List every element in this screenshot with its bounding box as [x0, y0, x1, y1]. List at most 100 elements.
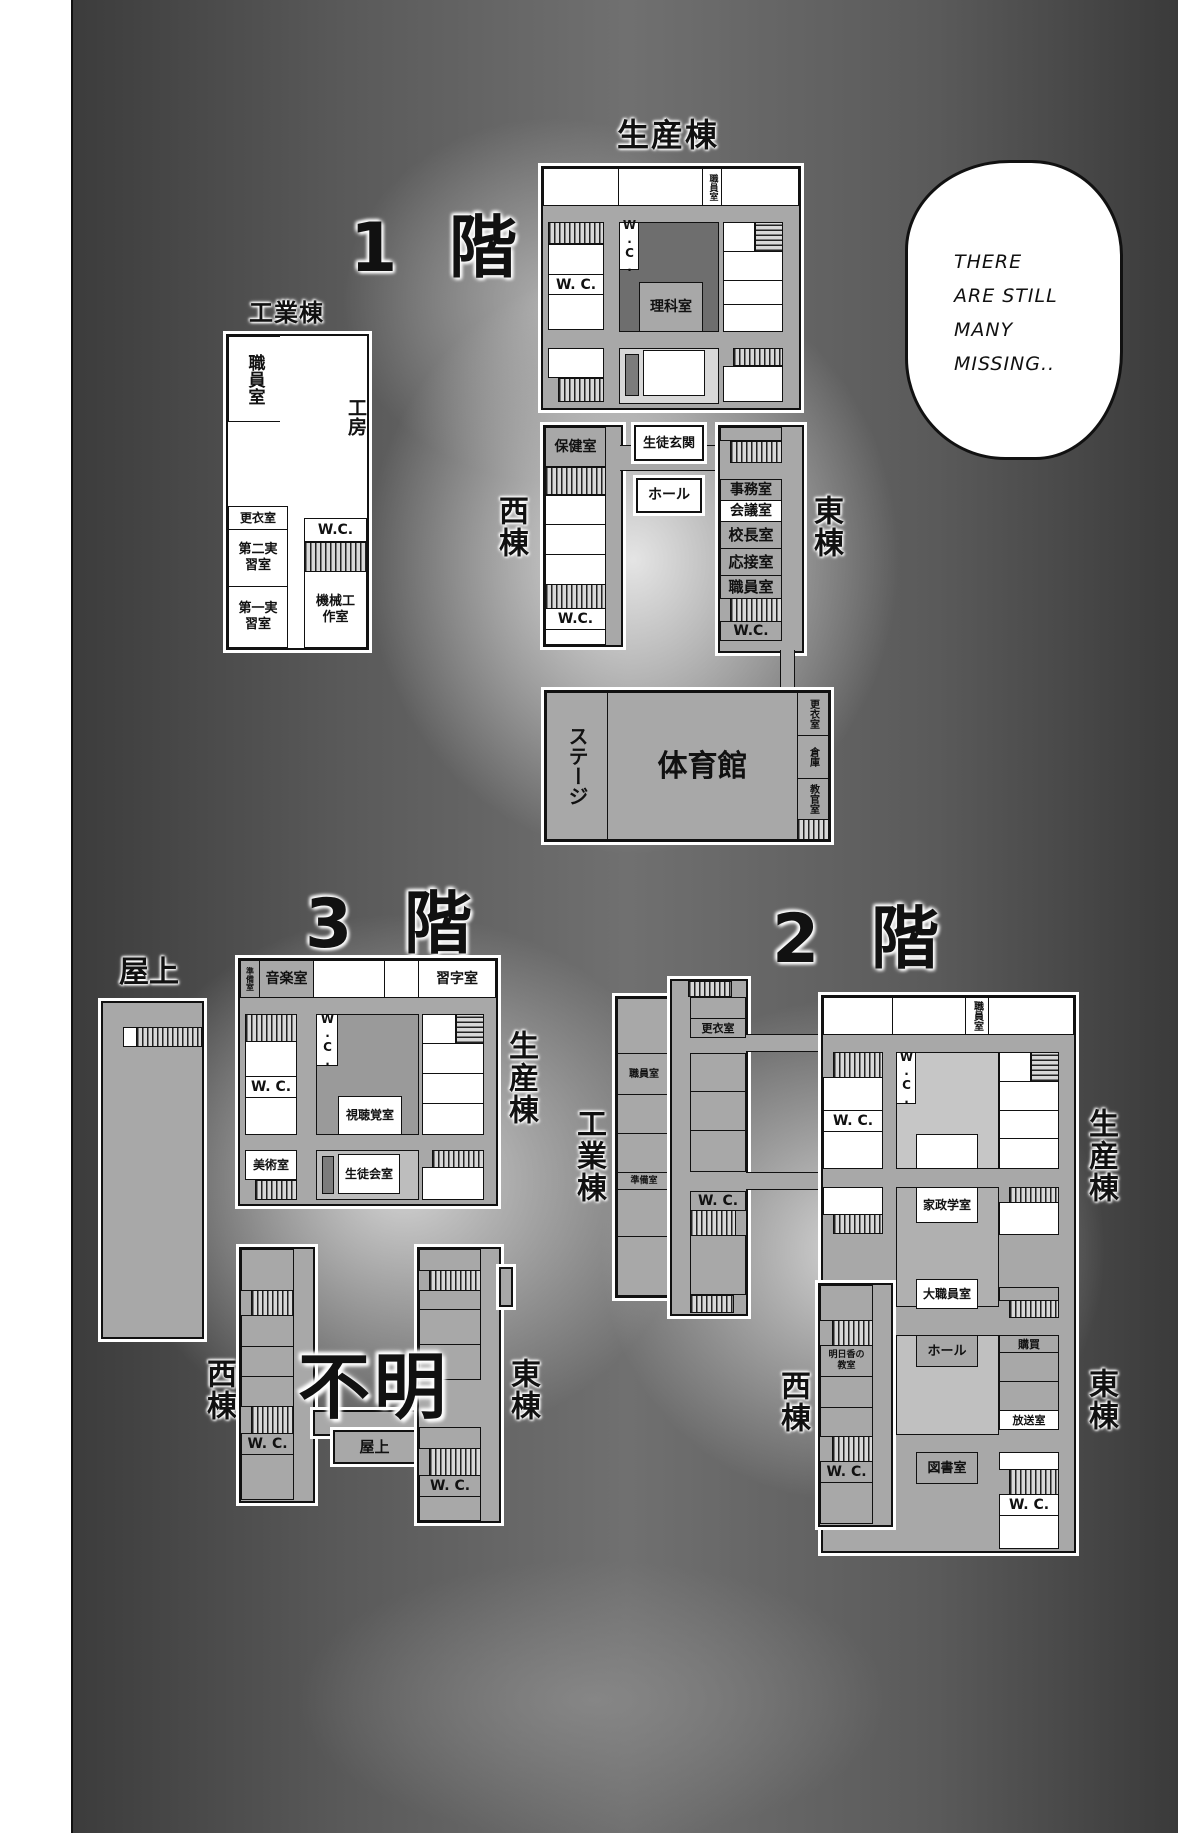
room [892, 997, 966, 1035]
room [422, 1073, 484, 1104]
room [419, 1344, 481, 1380]
stairs [545, 467, 606, 495]
floor3-seisan-building: 準備室 音楽室 習字室 W. C. W.C. 視聴覚室 美術室 生徒会室 [238, 958, 498, 1206]
stairs [429, 1270, 481, 1291]
room-wc: W.C. [304, 518, 367, 542]
room [322, 1156, 334, 1194]
room [999, 1138, 1059, 1169]
stairs [1009, 1187, 1059, 1203]
room-wc: W.C. [720, 621, 782, 641]
room-science: 理科室 [639, 282, 703, 332]
stairs [545, 584, 606, 609]
room [820, 1407, 873, 1437]
floor1-seisan-building: 職員室 W. C. W.C. 理科室 [541, 166, 801, 410]
stairs [730, 598, 782, 622]
room-hall-label: ホール [638, 480, 700, 511]
floor1-title: 1 階 [350, 209, 531, 288]
room-council: 生徒会室 [338, 1154, 400, 1194]
room [419, 1249, 481, 1271]
room-asuka: 明日香の教室 [820, 1345, 873, 1377]
room-prep: 準備室 [617, 1172, 671, 1190]
stairs [690, 1295, 734, 1313]
room-prep: 準備室 [240, 960, 260, 998]
room [820, 1285, 873, 1321]
room [543, 168, 619, 206]
room-hall: ホール [916, 1335, 978, 1367]
bubble-line: MISSING.. [954, 353, 1056, 375]
stairs [251, 1290, 294, 1316]
stairs [688, 981, 732, 997]
stairs [456, 1014, 484, 1044]
room-office: 事務室 [720, 479, 782, 501]
floor2-nishi-building: 明日香の教室 W. C. [818, 1283, 893, 1527]
room-shop: 購買 [999, 1335, 1059, 1353]
room [545, 524, 606, 555]
room [422, 1014, 456, 1044]
floor3-bridge-roof: 屋上 [333, 1430, 416, 1464]
room [999, 1515, 1059, 1549]
room [690, 997, 746, 1019]
floor2-seisan-building: 職員室 W. C. W.C. 家政学室 大職員室 ホール 購買 放送室 図書室 … [821, 995, 1076, 1553]
room-wc: W. C. [241, 1433, 294, 1455]
room [548, 348, 604, 378]
room-nurse: 保健室 [545, 427, 606, 467]
stairs [733, 348, 783, 366]
room [820, 1482, 873, 1524]
room [721, 168, 799, 206]
room [625, 354, 639, 396]
bubble-line: MANY [954, 319, 1014, 341]
floor3-higashi-label: 東棟 [505, 1358, 540, 1422]
room [241, 1376, 294, 1407]
floor3-nishi-building: W. C. [239, 1247, 315, 1503]
room-wc: W.C. [896, 1050, 916, 1106]
floor2-nishi-label: 西棟 [775, 1370, 810, 1434]
room-locker: 更衣室 [690, 1018, 746, 1038]
room [823, 1131, 883, 1169]
room-hall: ホール [636, 478, 702, 513]
room-calligraphy: 習字室 [418, 960, 496, 998]
room-meeting: 会議室 [720, 500, 782, 522]
stairs [1009, 1300, 1059, 1318]
floor1-nishi-building: 保健室 W.C. [543, 425, 623, 647]
room [999, 1287, 1059, 1301]
room [548, 294, 604, 330]
stairs [429, 1448, 481, 1476]
room-entrance-label: 生徒玄関 [636, 427, 702, 459]
room-wc: W.C. [619, 218, 639, 274]
room [690, 1053, 746, 1092]
room-wc: W. C. [245, 1076, 297, 1098]
room-teacher: 教官室 [797, 778, 829, 820]
room [422, 1103, 484, 1135]
room-roof: 屋上 [335, 1432, 414, 1462]
stairs [558, 378, 604, 402]
room [999, 1202, 1059, 1235]
room [999, 1081, 1059, 1111]
stairs [255, 1180, 297, 1200]
room [545, 495, 606, 525]
room-wc: W. C. [419, 1475, 481, 1497]
floor1-kogyo-building: 職員室 工房 更衣室 第二実習室 第一実習室 W.C. 機械工作室 [226, 334, 369, 650]
floor1-kogyo-label: 工業棟 [249, 299, 324, 327]
floor2-title: 2 階 [772, 900, 953, 979]
stairs [755, 222, 783, 252]
floor3-annex [499, 1267, 513, 1307]
room [723, 366, 783, 402]
room [419, 1309, 481, 1345]
room [241, 1249, 294, 1291]
stairs [304, 542, 367, 572]
room-av: 視聴覚室 [338, 1096, 402, 1135]
floor3-higashi-building: W. C. [417, 1247, 501, 1523]
room [545, 554, 606, 585]
room-storage: 倉庫 [797, 735, 829, 779]
floor2-kogyo-east: 更衣室 W. C. [670, 979, 748, 1316]
room [999, 1052, 1031, 1082]
room [384, 960, 419, 998]
room [999, 1381, 1059, 1411]
floor1-gym: ステージ 体育館 更衣室 倉庫 教官室 [544, 690, 831, 842]
room-home-ec: 家政学室 [916, 1187, 978, 1223]
room-stage: ステージ [546, 692, 608, 840]
room [823, 997, 893, 1035]
room [999, 1110, 1059, 1139]
floor3-nishi-label: 西棟 [201, 1358, 236, 1422]
room-wc: W. C. [548, 274, 604, 296]
